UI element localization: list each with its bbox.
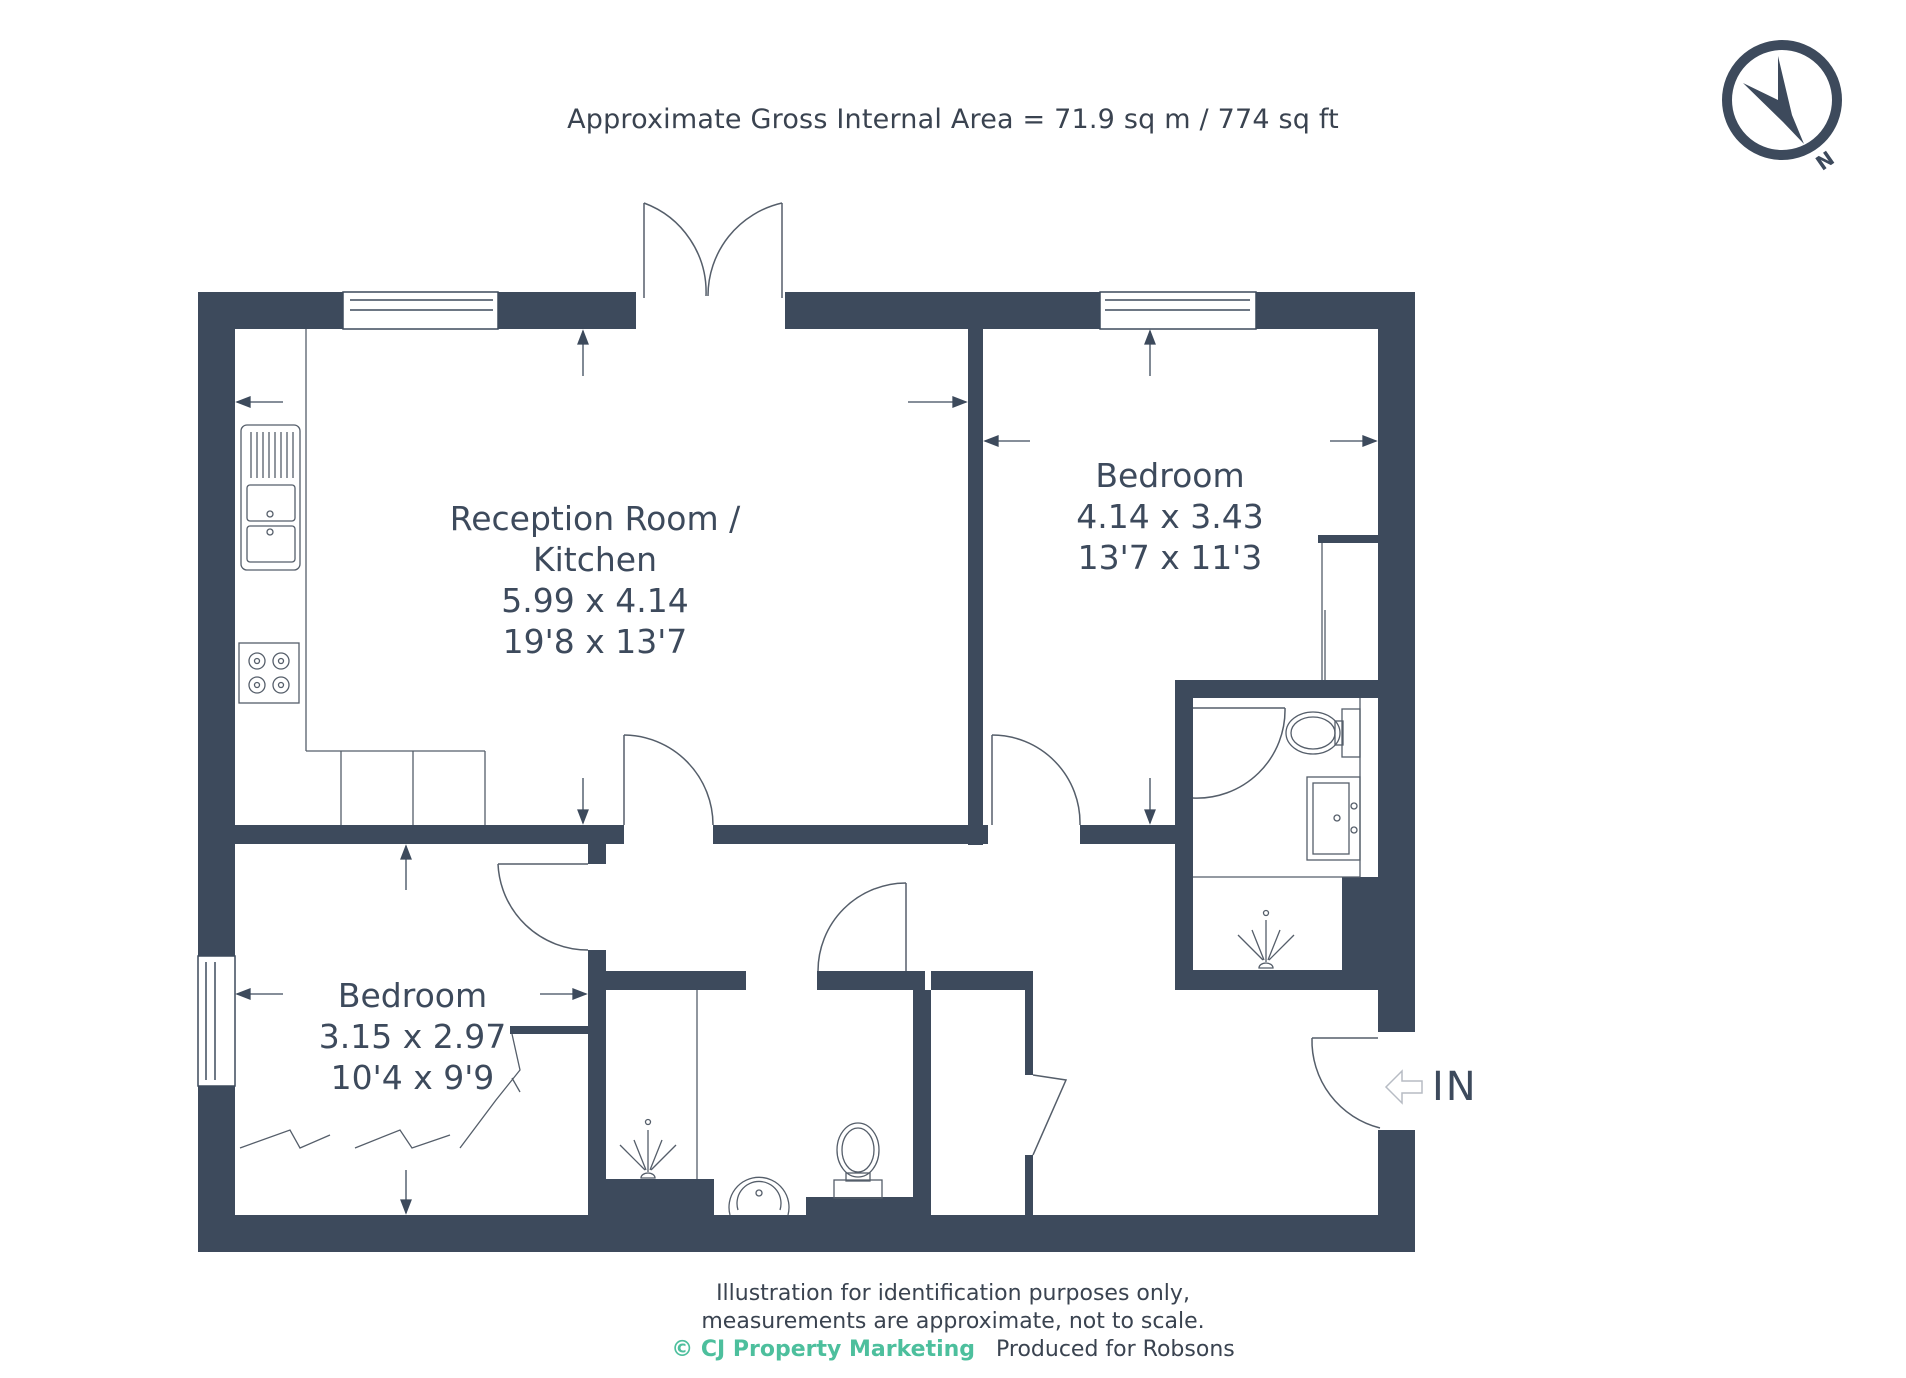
drainer-lines (250, 432, 294, 478)
shower-icon (619, 1118, 677, 1179)
hob-icon (238, 642, 300, 704)
toilet-icon (833, 1122, 883, 1199)
room-name: Bedroom (337, 976, 488, 1015)
room-name-2: Kitchen (532, 540, 658, 579)
windows (197, 291, 1257, 1087)
entrance-label: IN (1432, 1064, 1478, 1110)
room-imperial: 10'4 x 9'9 (330, 1058, 495, 1097)
basin-icon (728, 1176, 790, 1216)
room-name: Bedroom (1095, 456, 1245, 495)
room-metric: 5.99 x 4.14 (501, 581, 689, 620)
toilet-icon (1285, 708, 1361, 758)
entrance-arrow-icon (1384, 1069, 1423, 1105)
dimension-arrows (235, 329, 1378, 1215)
ensuite-fittings (239, 543, 1361, 1149)
brand-credit: © CJ Property Marketing (671, 1337, 976, 1362)
room-bedroom-1: Bedroom 4.14 x 3.43 13'7 x 11'3 (1040, 455, 1300, 578)
disclaimer-footer: Illustration for identification purposes… (0, 1280, 1906, 1364)
entrance-marker: IN (1382, 1064, 1478, 1110)
disclaimer-line-2: measurements are approximate, not to sca… (701, 1309, 1205, 1334)
basin-icon (1306, 776, 1361, 861)
shower-icon (1237, 909, 1295, 969)
sink-icon (240, 424, 301, 571)
disclaimer-line-1: Illustration for identification purposes… (716, 1281, 1190, 1306)
room-metric: 4.14 x 3.43 (1076, 497, 1264, 536)
room-imperial: 19'8 x 13'7 (502, 622, 688, 661)
room-imperial: 13'7 x 11'3 (1077, 538, 1263, 577)
gross-internal-area: Approximate Gross Internal Area = 71.9 s… (567, 104, 1339, 135)
compass-north-icon: N (1722, 40, 1842, 175)
room-reception-kitchen: Reception Room / Kitchen 5.99 x 4.14 19'… (400, 498, 790, 662)
room-metric: 3.15 x 2.97 (318, 1017, 507, 1056)
room-bedroom-2: Bedroom 3.15 x 2.97 10'4 x 9'9 (300, 975, 525, 1098)
doors (497, 202, 1381, 1156)
kitchen-fittings (238, 329, 486, 825)
walls (198, 292, 1415, 1252)
produced-for: Produced for Robsons (996, 1337, 1235, 1362)
bathroom-fittings (619, 990, 883, 1216)
room-name: Reception Room / (449, 499, 741, 538)
